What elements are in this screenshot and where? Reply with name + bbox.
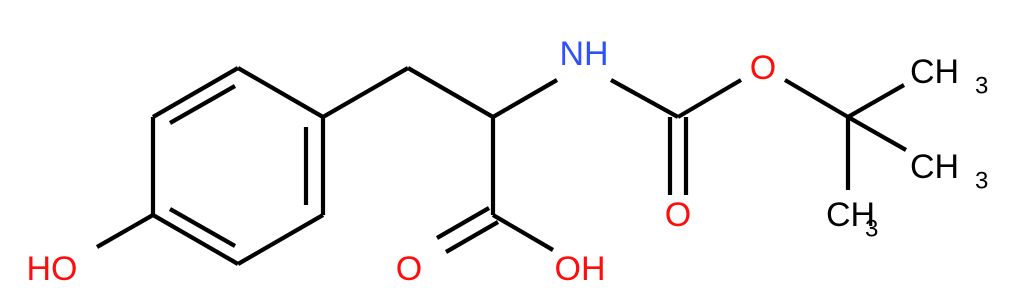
carbonyl-o-ester-bond xyxy=(676,78,743,119)
ring-bond-3 xyxy=(151,213,240,266)
methyl-right-subscript: 3 xyxy=(975,168,988,195)
ch2-calpha-bond xyxy=(406,66,495,119)
acid-carbonyl-oxygen-label: O xyxy=(396,250,422,288)
methyl-right: CH 3 xyxy=(910,148,988,195)
acid-co-double-a xyxy=(435,206,491,240)
ring-bond-1-inner xyxy=(168,84,237,125)
tbu-ch3-right-bond xyxy=(846,115,908,152)
o-ester-tbu-bond xyxy=(783,78,850,119)
ring-bond-6 xyxy=(236,66,325,119)
ring-bond-4 xyxy=(236,213,325,266)
n-carbonyl-bond xyxy=(609,78,680,119)
ester-oxygen-label: O xyxy=(750,49,776,87)
methyl-right-label: CH xyxy=(910,148,959,186)
phenol-hydroxyl-label: HO xyxy=(27,250,78,288)
methyl-bottom-subscript: 3 xyxy=(865,216,878,243)
methyl-top-label: CH xyxy=(910,53,959,91)
phenol-bond xyxy=(95,213,155,249)
acid-co-double-b xyxy=(444,220,500,254)
ring-bond-3-inner xyxy=(168,207,237,248)
methyl-top: CH 3 xyxy=(910,53,988,100)
ring-ch2-bond xyxy=(321,66,410,119)
carbonyl-oxygen-label: O xyxy=(665,196,691,234)
calpha-n-bond xyxy=(491,78,559,119)
methyl-bottom-label: CH xyxy=(826,196,875,234)
amine-label: NH xyxy=(559,35,608,73)
tbu-ch3-top-bond xyxy=(846,83,906,119)
bonds xyxy=(95,66,908,266)
methyl-bottom: CH 3 xyxy=(826,196,878,243)
atom-labels: NH O O O OH HO CH 3 CH 3 CH 3 xyxy=(27,35,989,288)
ring-bond-1 xyxy=(151,66,240,119)
acid-hydroxyl-label: OH xyxy=(555,250,606,288)
methyl-top-subscript: 3 xyxy=(975,73,988,100)
acid-c-oh-bond xyxy=(491,213,555,252)
